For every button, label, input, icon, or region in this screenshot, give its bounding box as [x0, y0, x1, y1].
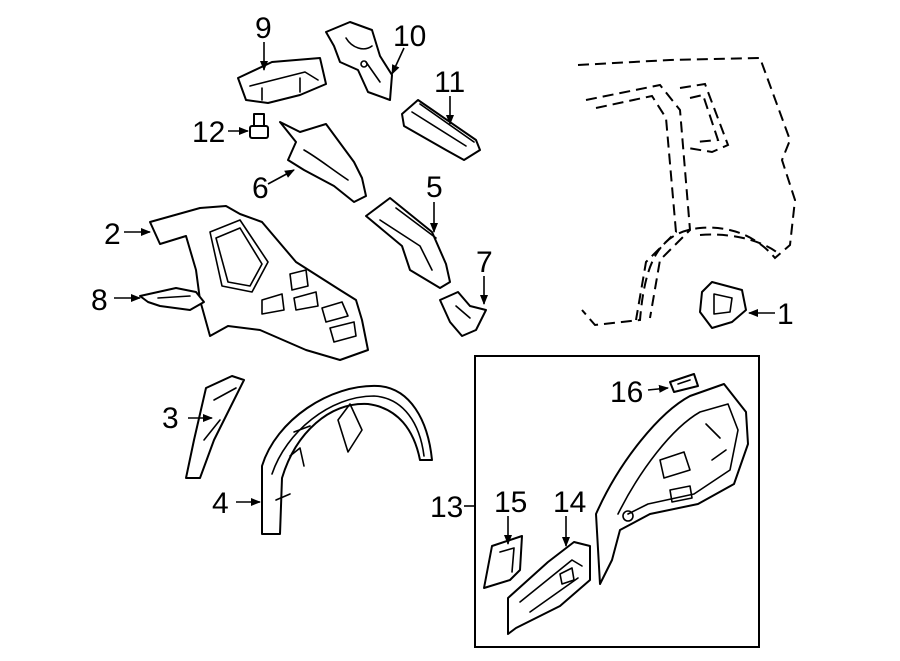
- part-12-bolt: [249, 113, 269, 139]
- part-14-panel: [507, 541, 591, 635]
- callout-2: 2: [104, 218, 121, 251]
- callout-10: 10: [393, 20, 426, 53]
- part-8-bracket: [139, 287, 205, 311]
- leader-16: [647, 384, 669, 393]
- part-11-channel: [401, 99, 481, 161]
- part-13-inner-quarter: [595, 383, 749, 585]
- part-7-gusset: [439, 291, 487, 337]
- part-13-group-box: [474, 355, 760, 648]
- callout-13: 13: [430, 491, 463, 524]
- part-1-bracket: [699, 281, 747, 329]
- callout-3: 3: [162, 402, 179, 435]
- callout-8: 8: [91, 284, 108, 317]
- part-16-clip: [669, 373, 699, 393]
- callout-1: 1: [777, 298, 794, 331]
- callout-6: 6: [252, 172, 269, 205]
- part-9-rail: [237, 57, 327, 104]
- part-4-wheelhouse: [261, 384, 433, 535]
- callout-15: 15: [494, 486, 527, 519]
- callout-11: 11: [434, 66, 465, 99]
- callout-12: 12: [192, 116, 225, 149]
- callout-9: 9: [255, 12, 272, 45]
- part-5-member: [365, 197, 451, 289]
- part-6-support: [279, 121, 367, 203]
- part-10-reinforcement: [325, 21, 393, 101]
- part-2-inner-panel: [149, 205, 369, 361]
- callout-7: 7: [476, 246, 493, 279]
- callout-14: 14: [553, 486, 586, 519]
- part-3-extension: [185, 375, 245, 479]
- leader-10: [391, 47, 405, 75]
- leader-6: [267, 169, 295, 185]
- quarter-panel-outline: [577, 56, 797, 327]
- part-15-bracket: [483, 535, 523, 589]
- callout-4: 4: [212, 487, 229, 520]
- callout-16: 16: [610, 376, 643, 409]
- callout-5: 5: [426, 171, 443, 204]
